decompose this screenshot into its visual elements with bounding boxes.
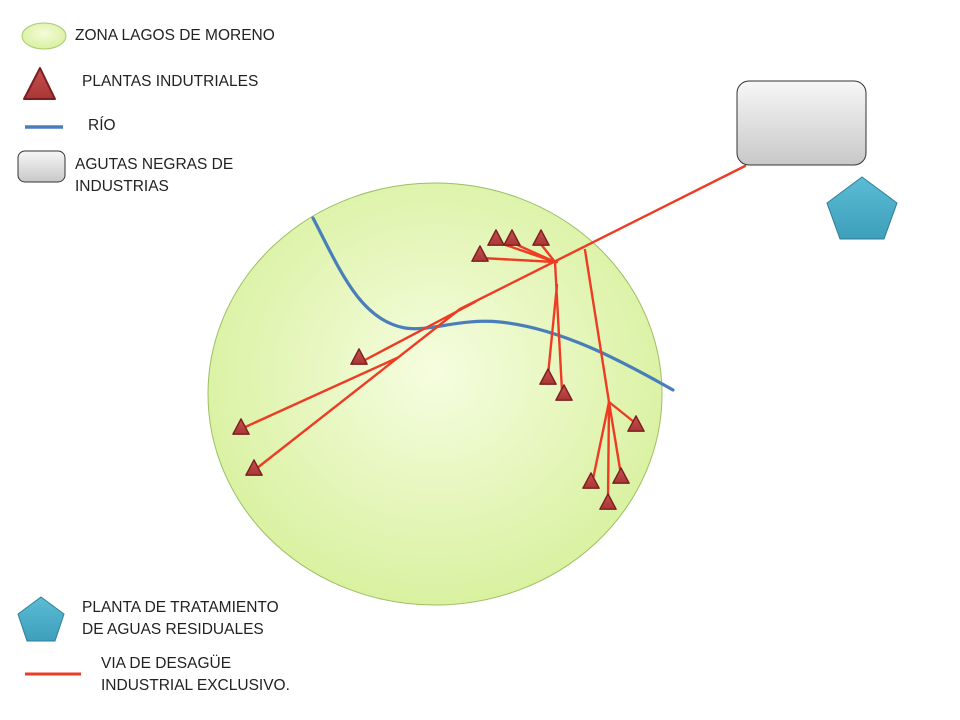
- drain-network: [241, 164, 747, 502]
- legend-sewage-icon: [17, 150, 66, 183]
- legend-drain-label: VIA DE DESAGÜE INDUSTRIAL EXCLUSIVO.: [101, 655, 290, 694]
- sewage-box: [736, 80, 867, 166]
- drain-east-trunk: [583, 248, 611, 404]
- legend-plants-label: PLANTAS INDUTRIALES: [82, 73, 259, 90]
- drain-hub-plant-4: [479, 256, 557, 264]
- legend-zone-label: ZONA LAGOS DE MORENO: [75, 27, 275, 44]
- legend-treatment-label: PLANTA DE TRATAMIENTO DE AGUAS RESIDUALE…: [82, 599, 279, 638]
- drain-hub-plant-3: [538, 241, 557, 264]
- zone-lagos-de-moreno: [207, 182, 663, 606]
- drain-branch-west-2: [361, 300, 477, 363]
- drain-hub-plant-2: [511, 241, 557, 264]
- legend-plant-icon: [23, 67, 56, 100]
- drain-main-trunk: [458, 164, 747, 311]
- drain-hub-south-1: [553, 260, 564, 393]
- legend-treatment-icon: [17, 596, 65, 642]
- treatment-plant-pentagon: [826, 176, 898, 240]
- drain-branch-west-3: [241, 356, 399, 430]
- legend-river-label: RÍO: [88, 117, 116, 134]
- drain-east-4: [591, 400, 611, 481]
- drain-hub-south-2: [546, 283, 559, 377]
- legend-sewage-label: AGUTAS NEGRAS DE INDUSTRIAS: [75, 156, 234, 195]
- drain-branch-west-1: [250, 307, 462, 474]
- drain-east-3: [606, 400, 611, 502]
- legend-zone-icon: [21, 22, 67, 50]
- drain-east-2: [607, 400, 623, 477]
- river-line: [311, 216, 675, 392]
- drain-east-1: [607, 400, 636, 424]
